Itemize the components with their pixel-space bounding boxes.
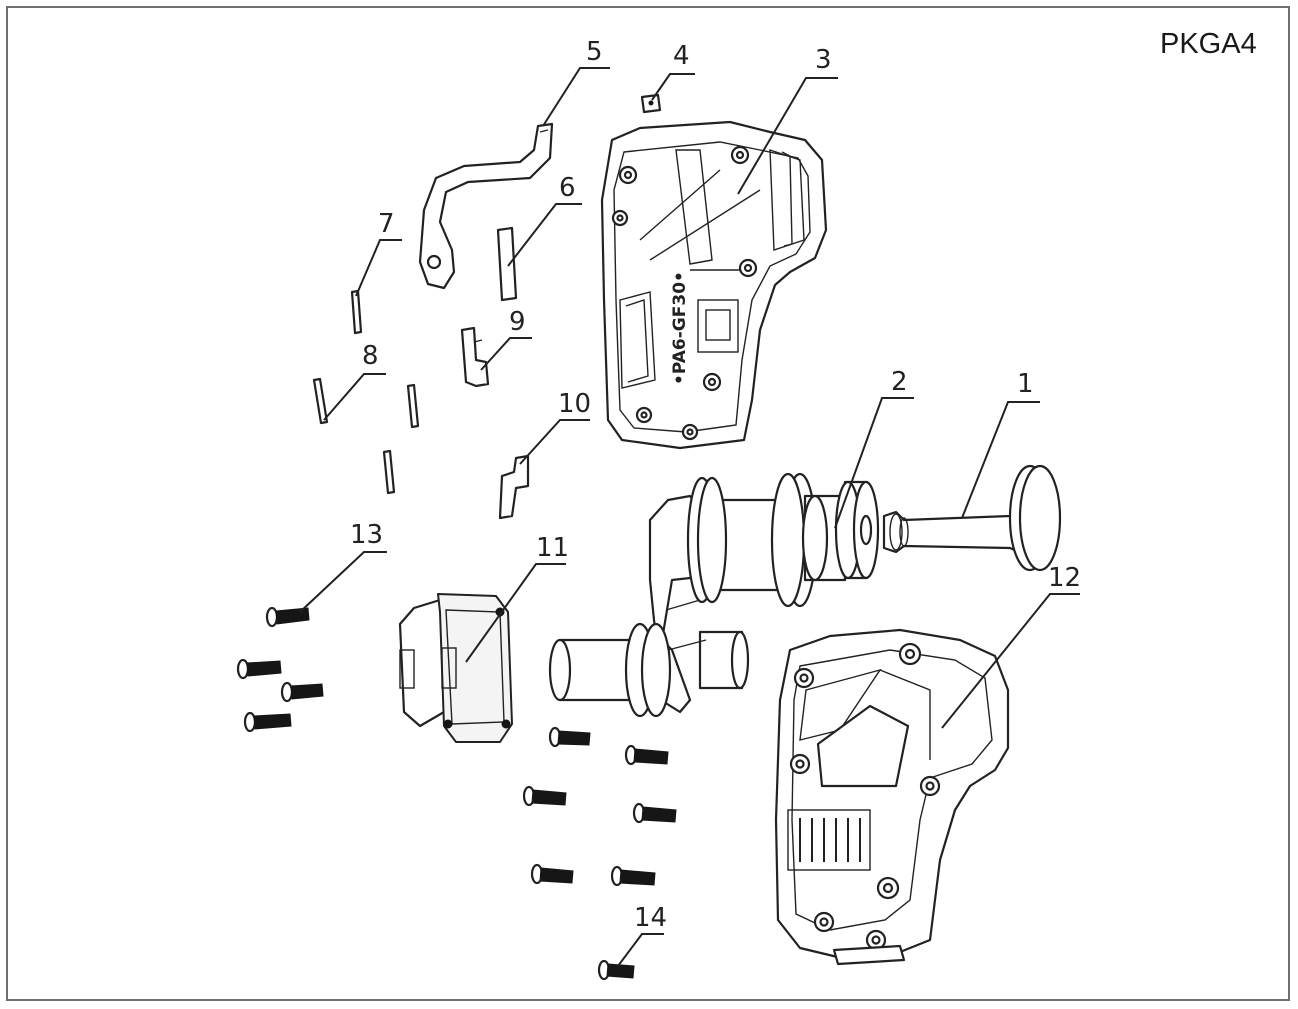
screw	[610, 865, 656, 887]
callout-8: 8	[362, 341, 379, 371]
screw	[522, 785, 567, 807]
part-10-bracket	[498, 454, 530, 520]
callout-5: 5	[586, 37, 603, 67]
screw	[597, 959, 635, 981]
callout-numbers: 1 2 3 4 5 6 7 8 9 10 11 12 13 14	[350, 37, 1081, 933]
part-8-rods	[312, 377, 420, 495]
screw	[530, 863, 574, 885]
part-14-screws	[522, 726, 677, 981]
callout-14: 14	[634, 903, 667, 933]
leader-lines	[299, 67, 1080, 967]
callout-11: 11	[536, 533, 569, 563]
screw	[243, 711, 292, 733]
callout-1: 1	[1017, 369, 1034, 399]
callout-6: 6	[559, 173, 576, 203]
part-9-bracket	[460, 326, 490, 388]
housing-material-stamp: •PA6-GF30•	[670, 271, 690, 385]
callout-13: 13	[350, 520, 383, 550]
part-6-pin	[496, 226, 518, 302]
callout-12: 12	[1048, 563, 1081, 593]
screw	[632, 802, 677, 824]
callout-9: 9	[509, 307, 526, 337]
part-11-switch-block	[398, 593, 513, 743]
part-3-housing-half: •PA6-GF30•	[600, 120, 828, 450]
part-13-screws	[236, 606, 324, 733]
callout-3: 3	[815, 45, 832, 75]
part-5-lever	[418, 122, 554, 290]
vent-grille	[799, 818, 861, 862]
model-code: PKGA4	[1160, 28, 1257, 60]
callout-7: 7	[378, 209, 395, 239]
part-1-knob-pin	[882, 464, 1062, 572]
screw	[624, 744, 669, 766]
part-12-cover-housing	[774, 628, 1010, 966]
part-7-spring-pin	[350, 289, 363, 335]
callout-2: 2	[891, 367, 908, 397]
callout-4: 4	[673, 41, 690, 71]
part-4-clip	[640, 93, 662, 114]
screw	[236, 658, 282, 680]
callout-10: 10	[558, 389, 591, 419]
screw	[280, 681, 324, 703]
screw	[548, 726, 591, 748]
